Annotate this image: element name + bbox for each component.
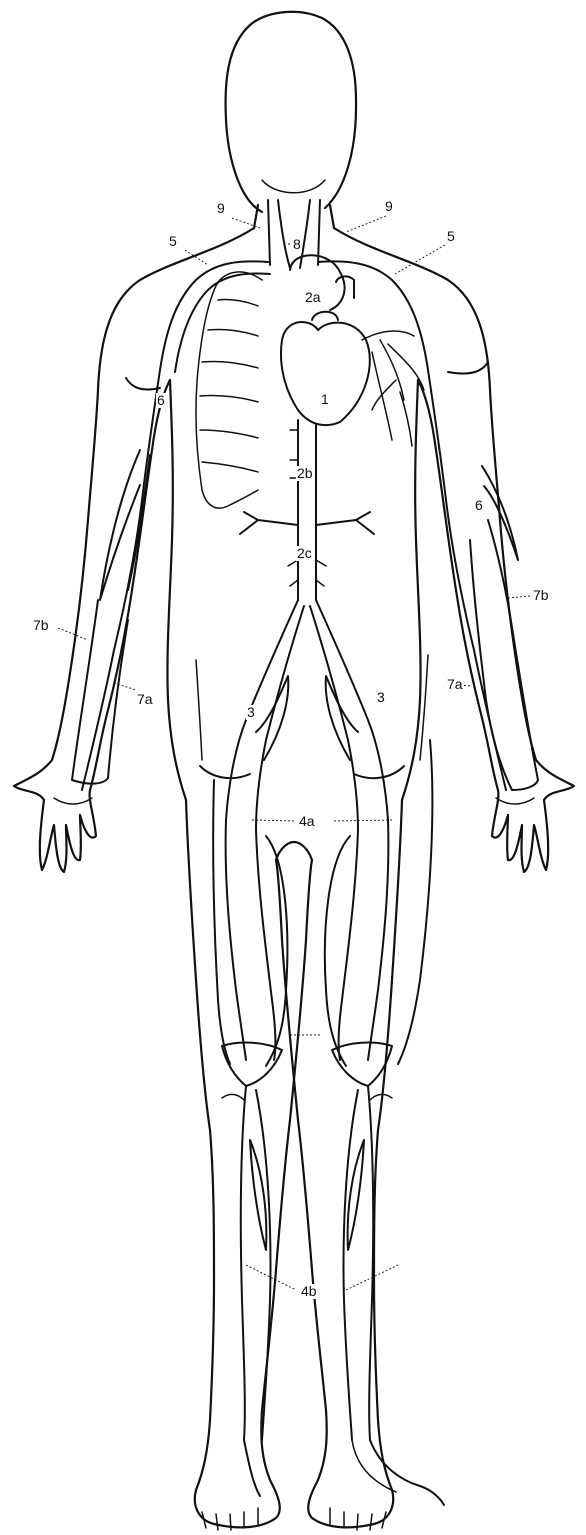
left-knee-branch: [222, 1094, 244, 1100]
left-hip-vessel: [200, 766, 250, 778]
label-6-right: 6: [474, 498, 484, 513]
rib-5: [200, 430, 258, 438]
left-subclavian: [142, 261, 268, 500]
left-hip-stub: [196, 660, 202, 760]
left-anterior-tibial: [241, 1086, 246, 1440]
left-wrist: [54, 798, 92, 804]
label-2c: 2c: [296, 546, 313, 561]
right-femoral: [368, 820, 388, 1060]
mesenteric-stubs: [288, 560, 326, 586]
leader-7b-right: [508, 596, 530, 598]
label-5-right: 5: [446, 229, 456, 244]
renal-artery-left: [240, 512, 298, 534]
rib-4: [200, 395, 258, 402]
right-femoral-inner: [339, 830, 358, 1060]
right-thigh-loop: [325, 836, 350, 1066]
left-femoral-inner: [256, 830, 275, 1060]
label-7a-right: 7a: [446, 677, 464, 692]
label-7b-right: 7b: [532, 588, 550, 603]
rib-cage-outline: [196, 272, 262, 508]
left-torso-outline: [167, 380, 186, 800]
right-hip-vessel: [354, 766, 404, 778]
rib-3: [202, 361, 258, 368]
left-calf-loop: [250, 1140, 266, 1250]
right-leg-outline: [276, 800, 402, 1527]
right-wrist: [496, 798, 534, 804]
label-3-right: 3: [376, 690, 386, 705]
rib-6: [202, 462, 258, 472]
leader-7b-left: [58, 628, 88, 640]
chin-line: [262, 180, 325, 193]
label-3-left: 3: [246, 705, 256, 720]
left-knee-vessel: [222, 1043, 282, 1086]
rib-2: [208, 329, 258, 336]
left-shoulder-branch: [126, 378, 160, 390]
label-1: 1: [320, 392, 330, 407]
left-foot-arch: [244, 1440, 260, 1496]
neck-outline: [254, 205, 334, 228]
renal-artery-right: [316, 512, 374, 534]
right-calf-loop: [348, 1140, 364, 1250]
label-4a: 4a: [298, 814, 316, 829]
left-femoral: [226, 820, 246, 1060]
left-leg-outline: [186, 800, 312, 1527]
right-shoulder-branch: [448, 362, 488, 374]
pulmonary-vessels: [362, 331, 424, 446]
right-great-saphenous: [398, 740, 432, 1064]
leg-vessels: [196, 600, 444, 1505]
head-outline: [226, 12, 357, 212]
label-7b-left: 7b: [32, 618, 50, 633]
heart: [281, 322, 370, 425]
left-jugular-vein: [268, 200, 270, 265]
heart-and-great-vessels: [240, 200, 424, 600]
rib-cage: [196, 272, 262, 508]
left-common-iliac: [226, 600, 298, 820]
label-5-left: 5: [168, 234, 178, 249]
label-6-left: 6: [156, 393, 166, 408]
label-9-right: 9: [384, 199, 394, 214]
left-great-saphenous: [213, 780, 230, 1064]
right-common-iliac: [316, 600, 388, 820]
label-9-left: 9: [216, 201, 226, 216]
pulmonary-trunk: [312, 312, 338, 320]
right-arm-loop: [482, 466, 518, 560]
label-7a-left: 7a: [136, 692, 154, 707]
leader-4a-right: [334, 820, 392, 821]
label-2b: 2b: [296, 466, 314, 481]
label-2a: 2a: [304, 290, 322, 305]
right-posterior-tibial: [344, 1090, 358, 1440]
left-carotid: [278, 200, 290, 268]
rib-1: [218, 299, 258, 306]
leader-4a-left: [252, 820, 296, 821]
label-4b: 4b: [300, 1284, 318, 1299]
label-8: 8: [292, 237, 302, 252]
leader-9-right: [346, 216, 386, 232]
crotch-outline: [276, 842, 312, 860]
right-anterior-tibial: [368, 1086, 373, 1440]
right-brachial: [446, 500, 506, 790]
